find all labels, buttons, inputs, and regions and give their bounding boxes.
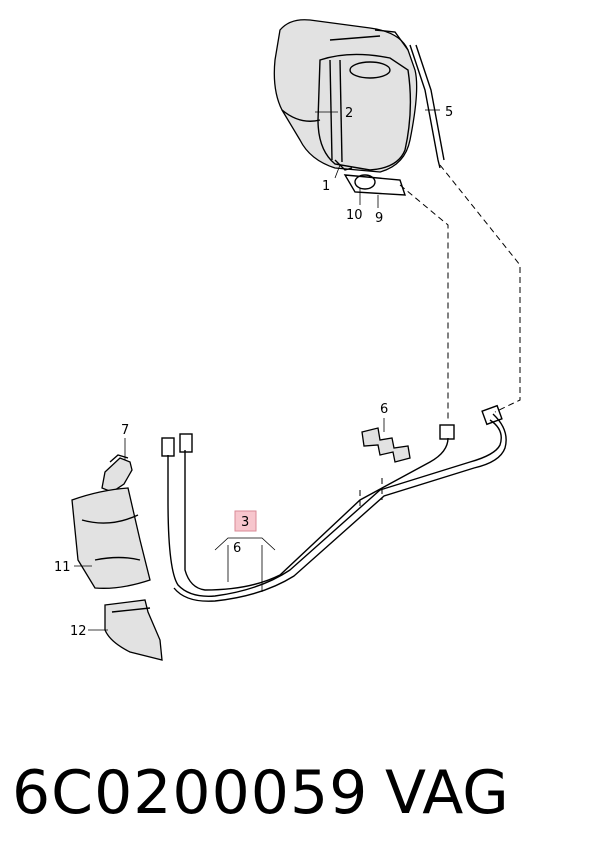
callout-9: 9 — [375, 211, 383, 226]
parts-diagram: 2 5 1 10 9 6 7 3 6 11 12 — [54, 19, 521, 661]
callout-5: 5 — [445, 105, 453, 120]
fuel-lines — [161, 404, 507, 602]
part-number: 6C0200059 — [12, 758, 369, 828]
footer: 6C0200059 VAG — [0, 748, 600, 838]
callout-2: 2 — [345, 106, 353, 121]
brand-label: VAG — [385, 758, 509, 828]
callout-3: 3 — [241, 515, 249, 530]
callout-6-upper: 6 — [380, 402, 388, 417]
callout-bracket-3 — [214, 537, 276, 592]
callout-6-lower: 6 — [233, 541, 241, 556]
trim-piece-12 — [71, 487, 151, 589]
callout-11: 12 — [70, 624, 87, 639]
clip-upper — [359, 427, 411, 510]
trim-piece-11 — [104, 599, 163, 661]
connecting-lines — [399, 44, 521, 420]
bracket-7 — [101, 454, 133, 493]
leader-lines — [74, 109, 440, 631]
callout-7: 7 — [121, 423, 129, 438]
callout-3-highlight — [234, 510, 257, 532]
tank-assembly — [273, 19, 418, 196]
callout-12: 11 — [54, 560, 71, 575]
callout-10: 10 — [346, 208, 363, 223]
callout-1: 1 — [322, 179, 330, 194]
